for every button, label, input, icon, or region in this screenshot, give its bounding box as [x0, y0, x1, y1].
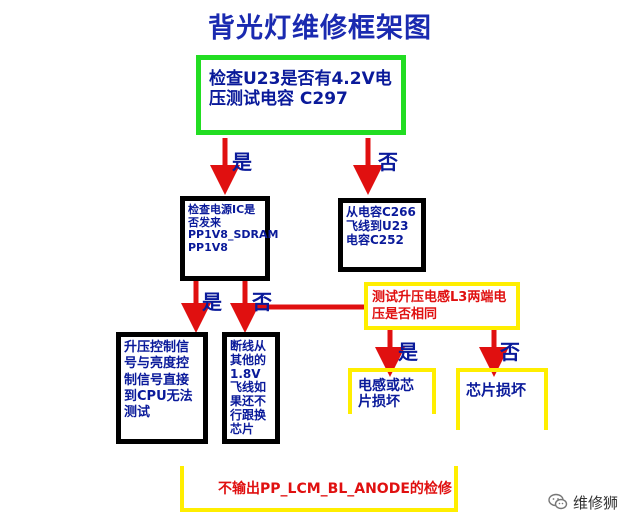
node-chip-damaged: 芯片损坏 [456, 368, 548, 430]
label-no-2: 否 [252, 290, 272, 314]
watermark-text: 维修狮 [573, 493, 619, 512]
node-check-power-ic: 检查电源IC是否发来PP1V8_SDRAM PP1V8 [180, 196, 278, 281]
node-fly-wire-c266: 从电容C266飞线到U23电容C252 [338, 198, 426, 272]
label-no-1: 否 [378, 150, 398, 174]
diagram-title: 背光灯维修框架图 [208, 13, 432, 44]
node-boost-inductor-test: 测试升压电感L3两端电压是否相同 [364, 282, 520, 330]
label-yes-2: 是 [202, 290, 222, 314]
label-no-3: 否 [500, 340, 520, 364]
node-boost-control-signal: 升压控制信号与亮度控制信号直接到CPU无法测试 [116, 332, 208, 444]
wechat-icon [548, 493, 568, 511]
node-broken-line-fly: 断线从其他的1.8V飞线如果还不行跟换芯片 [222, 332, 280, 444]
node-bottom-note: 不输出PP_LCM_BL_ANODE的检修 [180, 466, 458, 512]
label-yes-3: 是 [398, 340, 418, 364]
watermark: 维修狮 [548, 490, 634, 514]
label-yes-1: 是 [232, 150, 252, 174]
node-check-u23: 检查U23是否有4.2V电压测试电容 C297 [196, 55, 406, 135]
node-inductor-or-chip-damaged: 电感或芯片损坏 [348, 368, 436, 414]
